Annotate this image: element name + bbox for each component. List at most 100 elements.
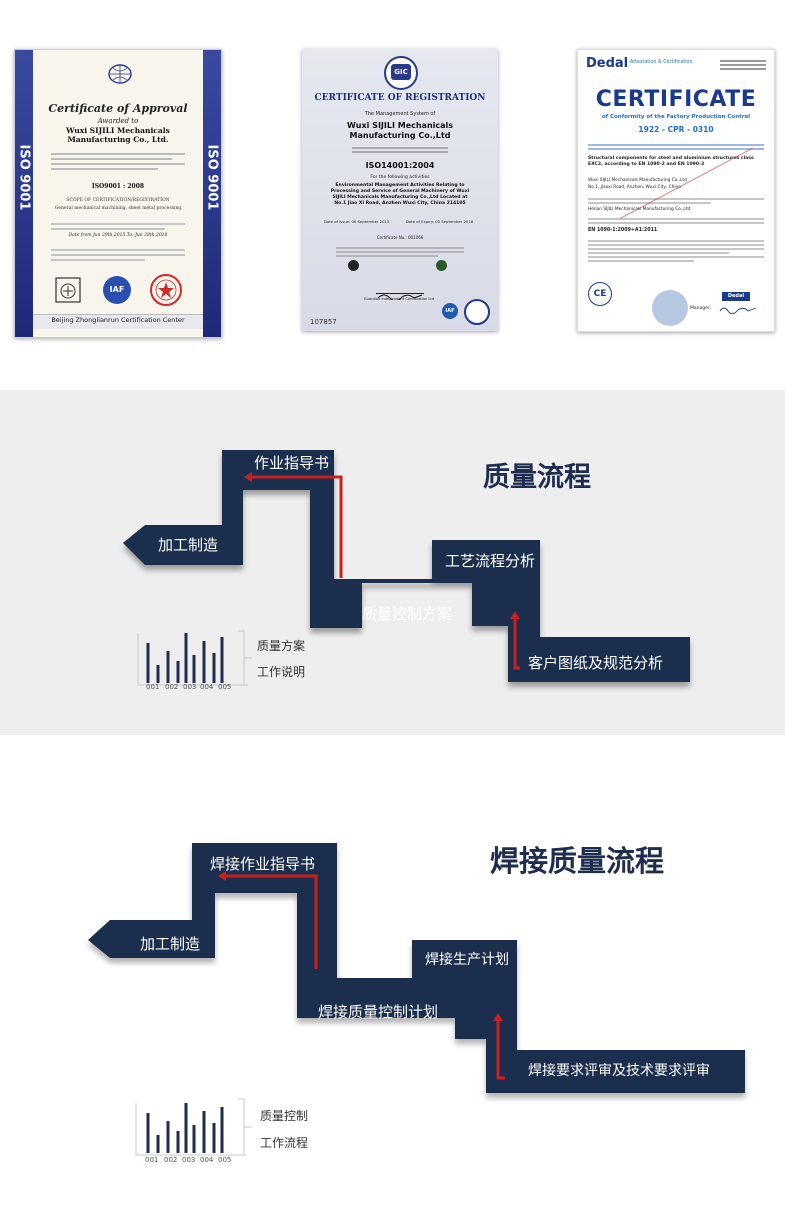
flow2-legend-1: 质量控制 <box>260 1109 309 1123</box>
flow2-chart-label-5: 005 <box>218 1156 232 1164</box>
reg-mark-icon-1 <box>348 260 359 271</box>
flow2-step-4: 焊接质量控制计划 <box>318 1003 439 1021</box>
iso-standard: ISO9001 : 2008 <box>91 183 145 190</box>
iaf-text: IAF <box>109 285 125 294</box>
globe-icon <box>108 64 132 84</box>
iaf-logo-icon: IAF <box>103 276 131 304</box>
reg-company: Wuxi SIJILI Mechanicals Manufacturing Co… <box>346 121 454 140</box>
reg-issuer: Guardian Independent Certification Ltd <box>363 297 435 301</box>
connector-arrow-2 <box>496 1020 505 1080</box>
dedal-filler-3 <box>588 216 764 226</box>
dedal-standard: EN 1090-1:2009+A1:2011 <box>588 228 658 233</box>
reg-iaf-text: IAF <box>445 308 455 314</box>
dedal-filler-2 <box>588 196 764 206</box>
stamp-icon <box>150 274 182 306</box>
connector-arrow-1 <box>250 475 343 578</box>
dedal-notified-lines <box>720 58 766 72</box>
flow1-step-4: 质量控制方案 <box>362 605 453 623</box>
iso-filler-lines-2 <box>51 220 185 233</box>
flow1-title: 质量流程 <box>483 462 591 493</box>
flow1-chart-label-2: 002 <box>165 683 179 691</box>
iso-company: Wuxi SIJILI Mechanicals Manufacturing Co… <box>66 126 170 144</box>
connector-arrow-2 <box>513 618 520 670</box>
dedal-filler <box>588 142 764 152</box>
flow1-legend-1: 质量方案 <box>257 639 306 653</box>
flow1-step-3: 工艺流程分析 <box>445 552 536 570</box>
ce-mark-icon: CE <box>588 282 612 306</box>
flow1-legend-2: 工作说明 <box>257 665 306 679</box>
iso-filler-lines <box>51 150 185 173</box>
dedal-badge-text: Dedal <box>727 293 745 299</box>
dedal-producer: Henan SIJILI Mechanicals Manufacturing C… <box>588 207 691 212</box>
connector-arrow-1 <box>224 874 318 969</box>
dedal-manufacturer: Wuxi SIJILI Mechanicals Manufacturing Co… <box>588 178 687 183</box>
reg-expiry-date: Date of Expiry: 05 September 2018 <box>406 219 474 224</box>
flow2-step-5: 焊接要求评审及技术要求评审 <box>528 1063 710 1079</box>
flow1-step-5: 客户图纸及规范分析 <box>528 654 664 672</box>
bar-chart-icon <box>135 1098 252 1156</box>
certificate-iso14001: GIC CERTIFICATE OF REGISTRATION The Mana… <box>302 49 498 331</box>
reg-cert-title: CERTIFICATE OF REGISTRATION <box>314 93 486 103</box>
reg-issue-date: Date of Issue: 06 September 2015 <box>324 219 390 224</box>
welding-flow-diagram <box>88 843 745 1093</box>
dedal-brand-sub: Attestation & Certification <box>630 60 693 65</box>
reg-system-line: The Management System of <box>364 111 436 117</box>
flow2-chart-label-1: 001 <box>145 1156 159 1164</box>
flow2-step-3: 焊接生产计划 <box>425 952 509 968</box>
iaf-logo-icon: IAF <box>442 303 458 319</box>
reg-serial: 107857 <box>310 318 337 326</box>
flow2-step-2: 加工制造 <box>140 935 201 953</box>
flow2-legend-2: 工作流程 <box>260 1136 309 1150</box>
dedal-address: No.1, Jiaoxi Road, Anzhen, Wuxi City, Ch… <box>588 185 681 190</box>
reg-standard: ISO14001:2004 <box>365 161 435 170</box>
iso-dates: Date from Jun 29th,2015 To: Jun 28th,201… <box>68 233 168 238</box>
dedal-ce-text: CE <box>593 289 607 299</box>
dedal-filler-4 <box>588 238 764 264</box>
dedal-round-stamp-icon <box>652 290 688 326</box>
arrow-icon <box>244 472 252 482</box>
iso-issuer-bar: Beijing Zhonglianrun Certification Cente… <box>33 314 203 329</box>
reg-filler-2 <box>336 245 464 259</box>
certificate-dedal: Dedal Attestation & Certification CERTIF… <box>577 49 775 332</box>
flow1-step-2: 加工制造 <box>158 536 219 554</box>
iso-issuer: Beijing Zhonglianrun Certification Cente… <box>51 316 185 324</box>
seal-icon <box>55 277 81 303</box>
flow2-step-1: 焊接作业指导书 <box>210 855 316 873</box>
iso-side-stripe-left <box>15 50 33 337</box>
dedal-heading: CERTIFICATE <box>595 87 757 112</box>
flow2-title: 焊接质量流程 <box>490 844 665 878</box>
stair-shape <box>88 843 745 1093</box>
flow1-chart-label-1: 001 <box>146 683 160 691</box>
quality-flow-diagram <box>123 450 690 682</box>
certificate-iso9001: ISO 9001 ISO 9001 Certificate of Approva… <box>14 49 222 338</box>
flow1-step-1: 作业指导书 <box>254 454 330 472</box>
dedal-manager-label: Manager: <box>690 306 712 311</box>
dedal-number: 1922 - CPR - 0310 <box>638 125 714 134</box>
arrow-icon <box>218 871 226 881</box>
reg-signature <box>376 285 424 302</box>
iso-side-stripe-right <box>203 50 221 337</box>
flow1-chart-label-5: 005 <box>218 683 232 691</box>
iso-side-label-left: ISO 9001 <box>16 144 32 211</box>
dedal-subtitle: of Conformity of the Factory Production … <box>601 114 751 120</box>
reg-activities: Environmental Management Activities Rela… <box>330 183 470 206</box>
reg-mark-icon-2 <box>436 260 447 271</box>
flow2-chart-label-3: 003 <box>182 1156 196 1164</box>
iso-scope-title: SCOPE OF CERTIFICATION/REGISTRATION <box>66 198 170 203</box>
flow2-chart-label-4: 004 <box>200 1156 214 1164</box>
flow1-chart-label-3: 003 <box>183 683 197 691</box>
reg-filler <box>352 145 448 155</box>
iso-scope: General mechanical machining, sheet meta… <box>54 206 182 211</box>
flow1-chart-label-4: 004 <box>200 683 214 691</box>
bar-chart-icon <box>137 630 252 686</box>
stair-shape <box>123 450 690 682</box>
arrow-icon <box>510 611 520 619</box>
iso-cert-title: Certificate of Approval <box>48 102 188 115</box>
reg-accr-icon <box>464 299 490 325</box>
reg-activities-line: For the following activities <box>370 175 430 180</box>
gic-logo-icon: GIC <box>384 56 418 90</box>
dedal-product: Structural components for steel and alum… <box>588 156 754 167</box>
iso-awarded: Awarded to <box>97 117 139 125</box>
dedal-brand: Dedal <box>586 56 629 71</box>
arrow-icon <box>493 1013 503 1021</box>
